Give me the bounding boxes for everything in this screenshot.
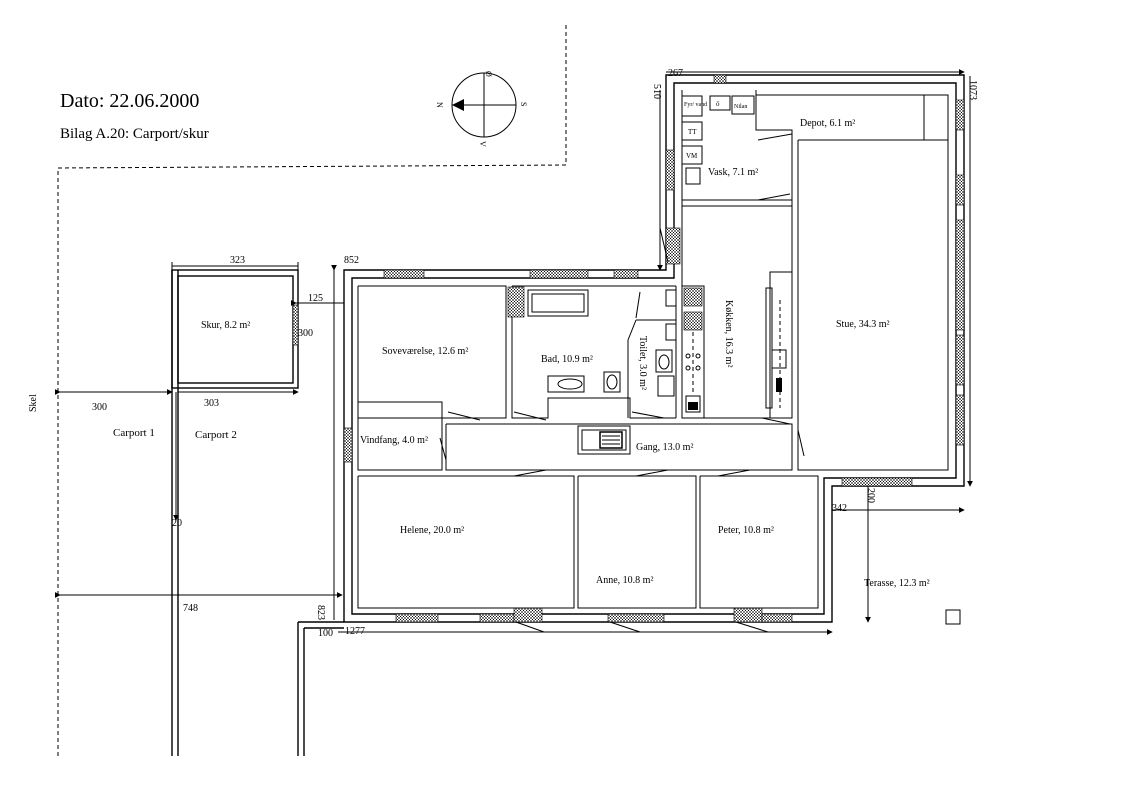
dim-post-gap: 20 <box>172 518 182 529</box>
dim-house-width: 1277 <box>345 626 365 637</box>
room-label-toilet: Toilet, 3.0 m² <box>637 336 648 390</box>
room-label-helene: Helene, 20.0 m² <box>400 525 464 536</box>
compass-west-label: V <box>478 141 487 147</box>
dim-house-offset: 100 <box>318 628 333 639</box>
door-swings <box>439 133 805 633</box>
room-label-stue: Stue, 34.3 m² <box>836 319 890 330</box>
dim-carport1-width: 300 <box>92 402 107 413</box>
windows <box>343 74 965 625</box>
fixture-nilan: Nilan <box>734 104 747 110</box>
room-label-vindfang: Vindfang, 4.0 m² <box>360 435 428 446</box>
dim-shed-width: 323 <box>230 255 245 266</box>
compass-south-label: S <box>519 102 528 106</box>
attachment-title: Bilag A.20: Carport/skur <box>60 126 209 142</box>
room-label-sovevaerelse: Soveværelse, 12.6 m² <box>382 346 468 357</box>
kitchen-fixtures <box>681 271 793 419</box>
dim-shed-depth: 300 <box>298 328 313 339</box>
room-label-bad: Bad, 10.9 m² <box>541 354 593 365</box>
room-label-koekken: Køkken, 16.3 m² <box>723 300 734 367</box>
fixture-furnace: Fyr/ vand <box>684 102 707 108</box>
dim-terrace-width: 342 <box>832 503 847 514</box>
dim-terrace-depth: 200 <box>865 488 876 503</box>
room-label-peter: Peter, 10.8 m² <box>718 525 774 536</box>
boundary-label: Skel <box>28 394 39 412</box>
carport1-label: Carport 1 <box>113 427 155 439</box>
interior-walls <box>357 90 949 609</box>
dim-wing-length: 510 <box>651 84 662 99</box>
dim-lot-depth: 748 <box>183 603 198 614</box>
date-label: Dato: 22.06.2000 <box>60 90 199 112</box>
shed-label: Skur, 8.2 m² <box>201 320 250 331</box>
utility-fixtures <box>681 95 755 185</box>
property-boundary <box>57 25 567 756</box>
fixture-washer: VM <box>686 152 698 160</box>
compass-icon: Ø N S V <box>435 71 528 147</box>
dim-carport2-width: 303 <box>204 398 219 409</box>
dimension-lines-house <box>657 69 973 623</box>
dim-east-length: 1073 <box>967 80 978 100</box>
dim-shed-offset: 125 <box>308 293 323 304</box>
carport-structure <box>171 270 344 756</box>
fixture-o: ö <box>716 100 720 108</box>
room-label-anne: Anne, 10.8 m² <box>596 575 653 586</box>
bathroom-fixtures <box>507 286 677 397</box>
dim-house-length: 823 <box>315 605 326 620</box>
room-label-depot: Depot, 6.1 m² <box>800 118 855 129</box>
stair-icon <box>577 425 631 455</box>
fixture-tt: TT <box>688 128 697 136</box>
dimension-lines-carport <box>54 262 833 635</box>
compass-east-label: Ø <box>484 71 493 77</box>
room-label-gang: Gang, 13.0 m² <box>636 442 693 453</box>
room-label-terasse: Terasse, 12.3 m² <box>864 578 930 589</box>
dim-top-width: 267 <box>668 68 683 79</box>
carport2-label: Carport 2 <box>195 429 237 441</box>
room-label-vask: Vask, 7.1 m² <box>708 167 758 178</box>
compass-north-label: N <box>435 102 444 108</box>
dim-house-height: 852 <box>344 255 359 266</box>
